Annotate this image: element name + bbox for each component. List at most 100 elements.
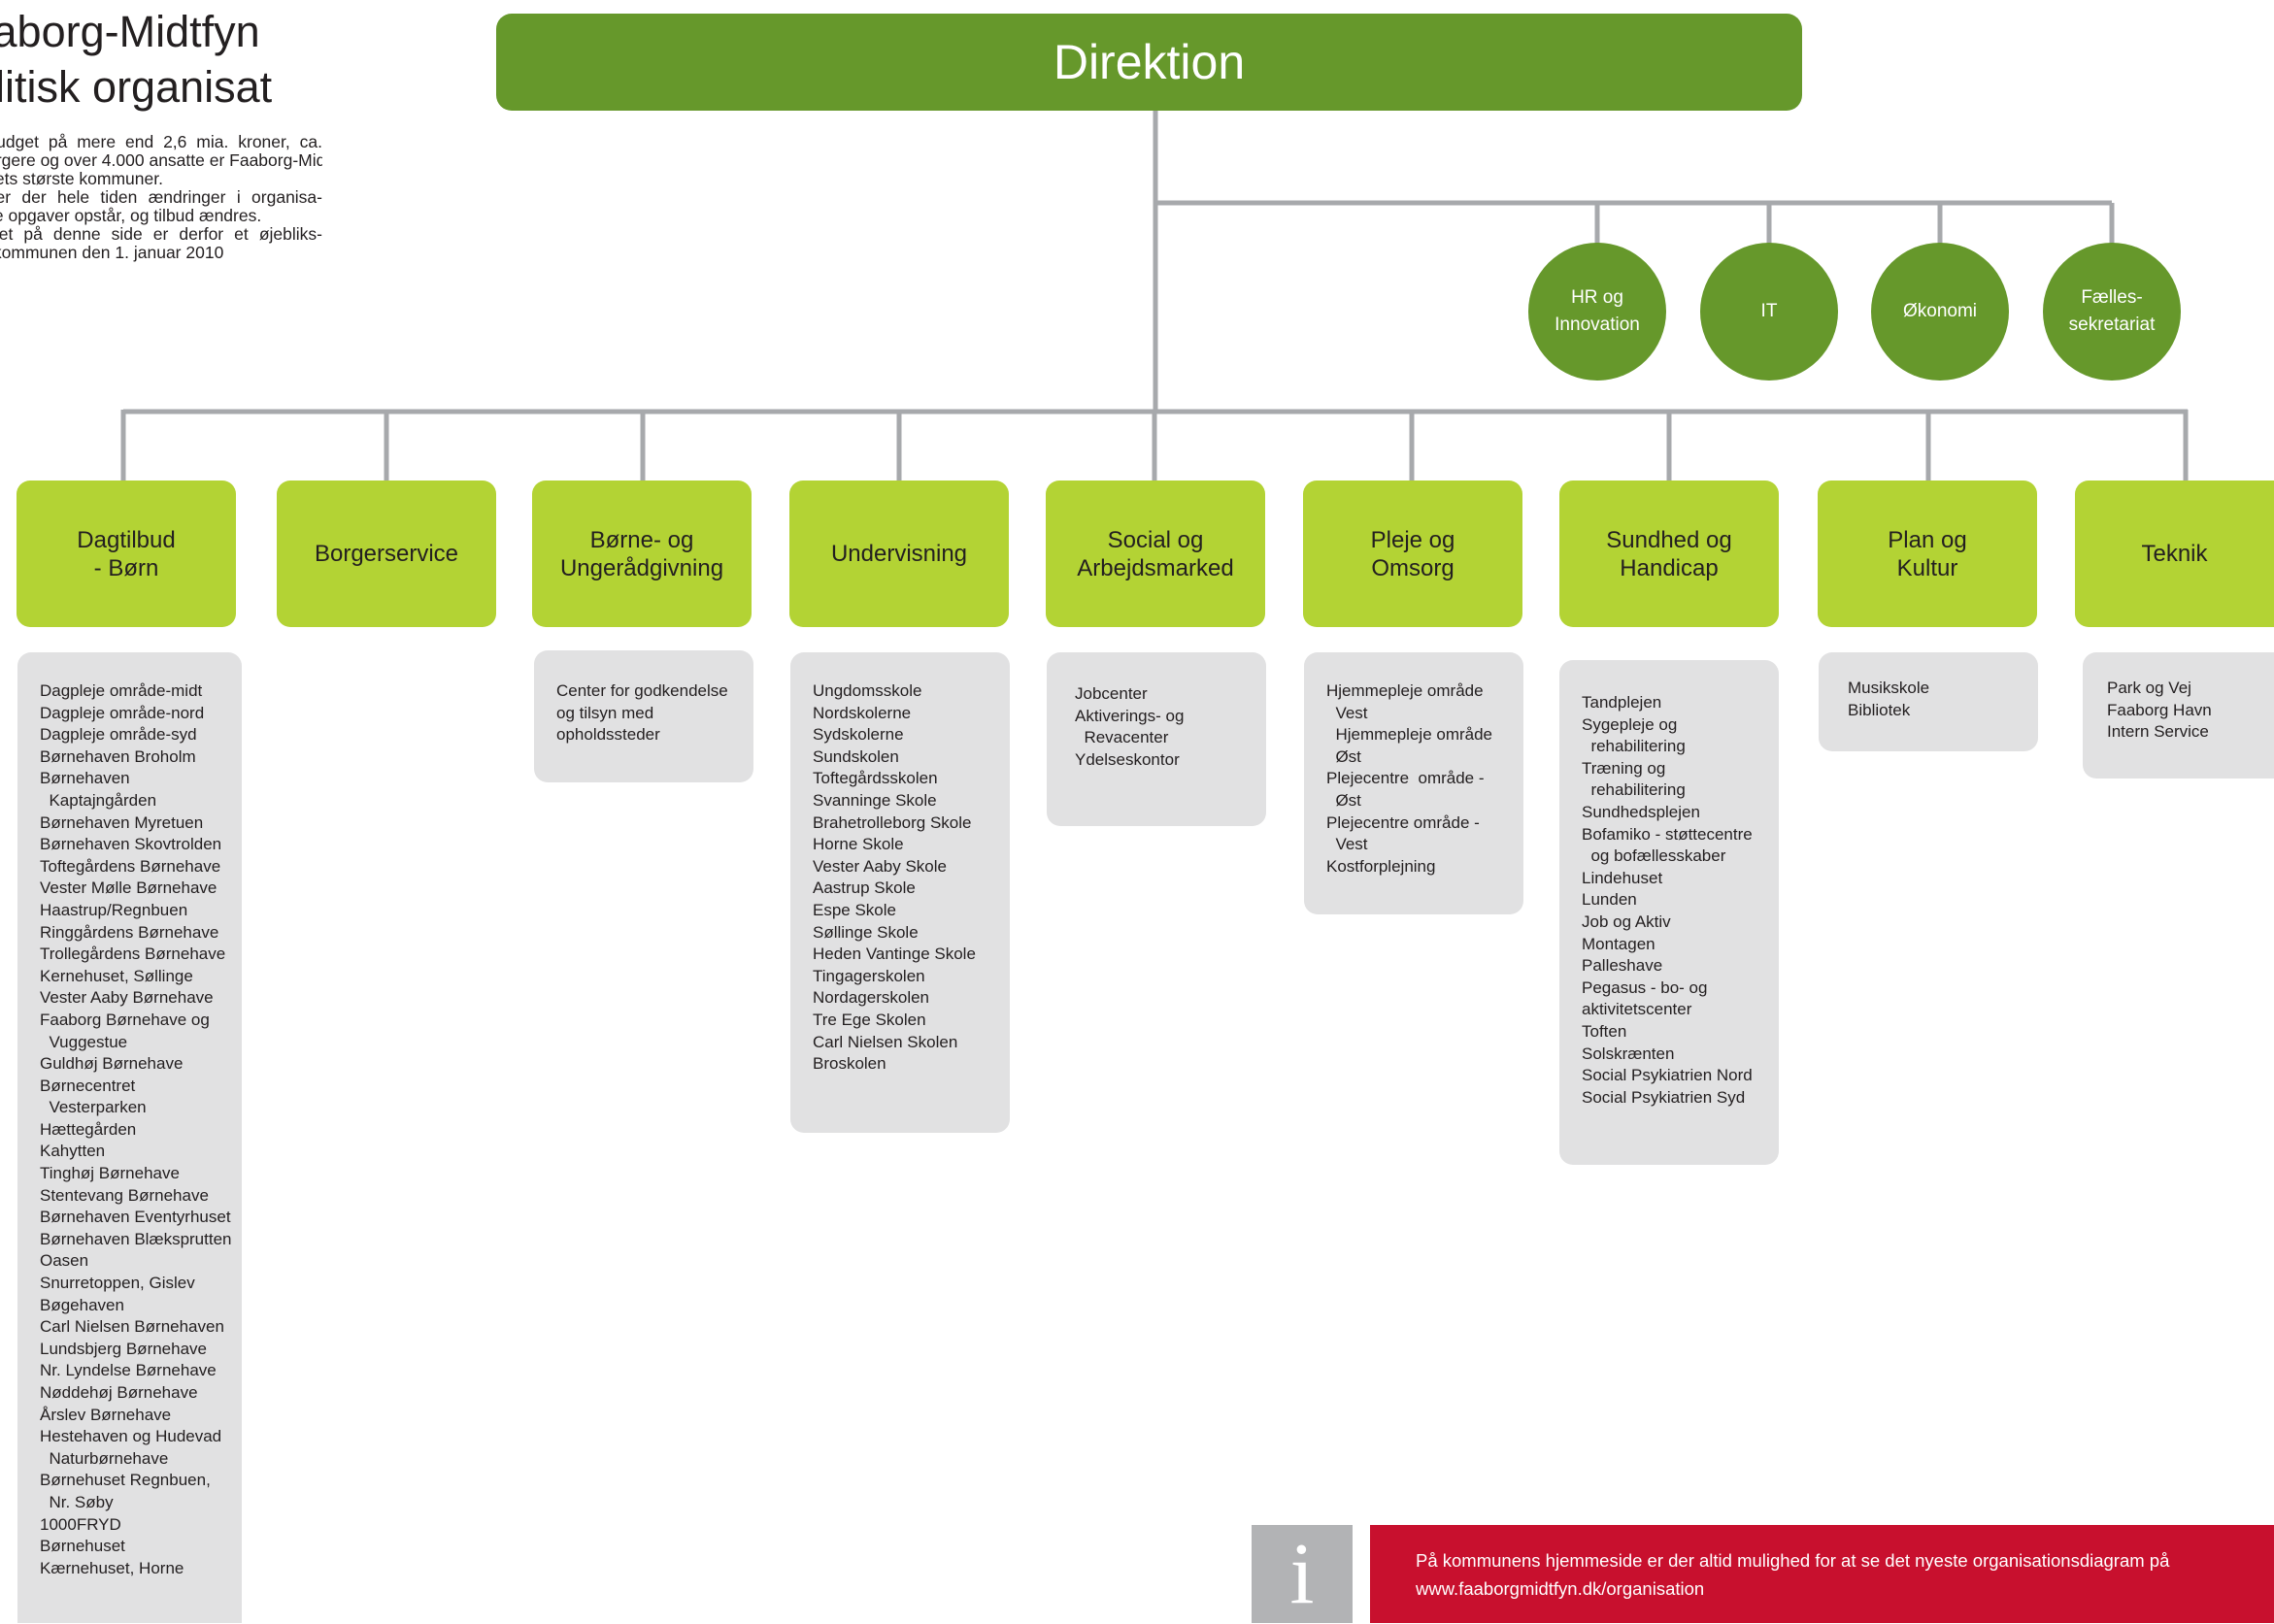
staff-hr-innovation: HR og Innovation [1528, 243, 1666, 381]
intro-line: Diagrammet på denne side er derfor et øj… [0, 225, 322, 244]
unit-item: Årslev Børnehave [40, 1405, 172, 1424]
unit-item: Nr. Søby [40, 1492, 114, 1511]
unit-item: Aktiverings- og [1075, 706, 1185, 725]
unit-item: Musikskole [1848, 679, 1930, 697]
unit-item: Plejecentre område - [1326, 769, 1485, 788]
info-text: På kommunens hjemmeside er der altid mul… [1416, 1550, 2170, 1571]
dept-teknik: Teknik [2075, 481, 2274, 627]
unit-item: Carl Nielsen Børnehaven [40, 1317, 224, 1337]
unit-item: Toftegårdens Børnehave [40, 856, 221, 876]
dept-label: Teknik [2141, 541, 2208, 567]
unit-item: Øst [1326, 746, 1361, 766]
unit-item: rehabilitering [1582, 737, 1686, 756]
unit-item: Heden Vantinge Skole [813, 945, 976, 964]
staff-it: IT [1700, 243, 1838, 381]
unit-item: Hestehaven og Hudevad [40, 1427, 222, 1446]
dept-dagtilbud: Dagtilbud - Børn [17, 481, 236, 627]
unit-item: Børnehaven Eventyrhuset [40, 1208, 231, 1227]
dept-borgerservice: Borgerservice [277, 481, 496, 627]
unit-item: Horne Skole [813, 835, 904, 854]
unit-item: Vester Mølle Børnehave [40, 878, 217, 898]
unit-item: Aastrup Skole [813, 878, 916, 898]
dept-label: Børne- og [589, 526, 694, 553]
info-link[interactable]: www.faaborgmidtfyn.dk/organisation [1416, 1578, 1705, 1599]
unit-item: Bibliotek [1848, 700, 1911, 719]
intro-line: 52.000 borgere og over 4.000 ansatte er … [0, 151, 322, 170]
unit-item: Kostforplejning [1326, 856, 1436, 876]
intro-line: en af landets største kommuner. [0, 170, 163, 188]
unit-item: Tre Ege Skolen [813, 1010, 926, 1029]
unit-item: Pegasus - bo- og [1582, 978, 1708, 997]
unit-item: Bofamiko - støttecentre [1582, 824, 1753, 844]
unit-item: Nordagerskolen [813, 988, 930, 1008]
unit-item: Hættegården [40, 1119, 137, 1139]
unit-item: Ungdomsskole [813, 681, 922, 700]
unit-item: Børnecentret [40, 1076, 136, 1095]
info-glyph: i [1289, 1526, 1315, 1622]
intro-line: Derfor sker der hele tiden ændringer i o… [0, 188, 322, 207]
unit-item: Tandplejen [1582, 693, 1662, 712]
dept-label: Sundhed og [1606, 526, 1732, 553]
staff-label: Økonomi [1902, 301, 1978, 321]
unit-item: Jobcenter [1075, 684, 1148, 703]
unit-item: Svanninge Skole [813, 790, 937, 810]
title-line-2: Politisk organisation [0, 62, 272, 112]
unit-item: Dagpleje område-midt [40, 681, 203, 700]
unit-item: Social Psykiatrien Syd [1582, 1087, 1746, 1107]
unit-item: Snurretoppen, Gislev [40, 1274, 195, 1293]
unit-item: Social Psykiatrien Nord [1582, 1066, 1753, 1085]
dept-boerne-ungeraadgivning: Børne- og Ungerådgivning [532, 481, 752, 627]
unit-item: Nr. Lyndelse Børnehave [40, 1361, 217, 1380]
unit-item: Vester Aaby Skole [813, 856, 947, 876]
units-pleje-omsorg: Hjemmepleje område Vest Hjemmepleje områ… [1304, 652, 1523, 914]
unit-item: Børnehuset Regnbuen, [40, 1471, 211, 1490]
unit-item: Espe Skole [813, 900, 896, 919]
direktion-box: Direktion [496, 14, 1802, 111]
unit-item: Solskrænten [1582, 1044, 1675, 1063]
unit-item: 1000FRYD [40, 1514, 121, 1534]
dept-pleje-omsorg: Pleje og Omsorg [1303, 481, 1522, 627]
info-banner: På kommunens hjemmeside er der altid mul… [1370, 1525, 2274, 1623]
dept-social-arbejdsmarked: Social og Arbejdsmarked [1046, 481, 1265, 627]
unit-item: Børnehaven Broholm [40, 746, 196, 766]
unit-item: Sundskolen [813, 746, 899, 766]
unit-item: Ydelseskontor [1075, 749, 1180, 769]
unit-item: Børnehaven Blæksprutten [40, 1229, 232, 1248]
dept-label: Ungerådgivning [559, 554, 724, 581]
unit-item: Brahetrolleborg Skole [813, 812, 972, 832]
unit-item: Hjemmepleje område [1326, 725, 1493, 745]
unit-item: rehabilitering [1582, 780, 1686, 800]
unit-item: Vuggestue [40, 1032, 128, 1051]
unit-item: Palleshave [1582, 956, 1663, 976]
unit-item: Faaborg Børnehave og [40, 1010, 210, 1029]
intro-line: tionen, nye opgaver opstår, og tilbud æn… [0, 207, 262, 225]
dept-label: Borgerservice [314, 541, 459, 567]
intro-line: Med et budget på mere end 2,6 mia. krone… [0, 133, 322, 151]
unit-item: Dagpleje område-syd [40, 725, 197, 745]
unit-item: og bofællesskaber [1582, 846, 1726, 866]
unit-item: Plejecentre område - [1326, 812, 1480, 832]
unit-item: Toften [1582, 1021, 1627, 1041]
unit-item: Vest [1326, 703, 1368, 722]
unit-item: Tinghøj Børnehave [40, 1164, 180, 1183]
unit-item: Montagen [1582, 934, 1655, 953]
title-line-1: Faaborg-Midtfyn Kommune [0, 7, 272, 56]
staff-okonomi: Økonomi [1871, 243, 2009, 381]
dept-label: Plan og [1888, 526, 1967, 553]
unit-item: Træning og [1582, 758, 1666, 778]
unit-item: Vesterparken [40, 1098, 147, 1117]
unit-item: Guldhøj Børnehave [40, 1054, 184, 1074]
dept-sundhed-handicap: Sundhed og Handicap [1559, 481, 1779, 627]
unit-item: Bøgehaven [40, 1295, 124, 1314]
unit-item: Hjemmepleje område [1326, 681, 1484, 700]
unit-item: Kernehuset, Søllinge [40, 966, 193, 985]
staff-label: HR og [1571, 287, 1623, 308]
unit-item: Vest [1326, 835, 1368, 854]
unit-item: Børnehaven Myretuen [40, 812, 204, 832]
unit-item: Stentevang Børnehave [40, 1185, 209, 1205]
unit-item: Faaborg Havn [2107, 700, 2212, 719]
